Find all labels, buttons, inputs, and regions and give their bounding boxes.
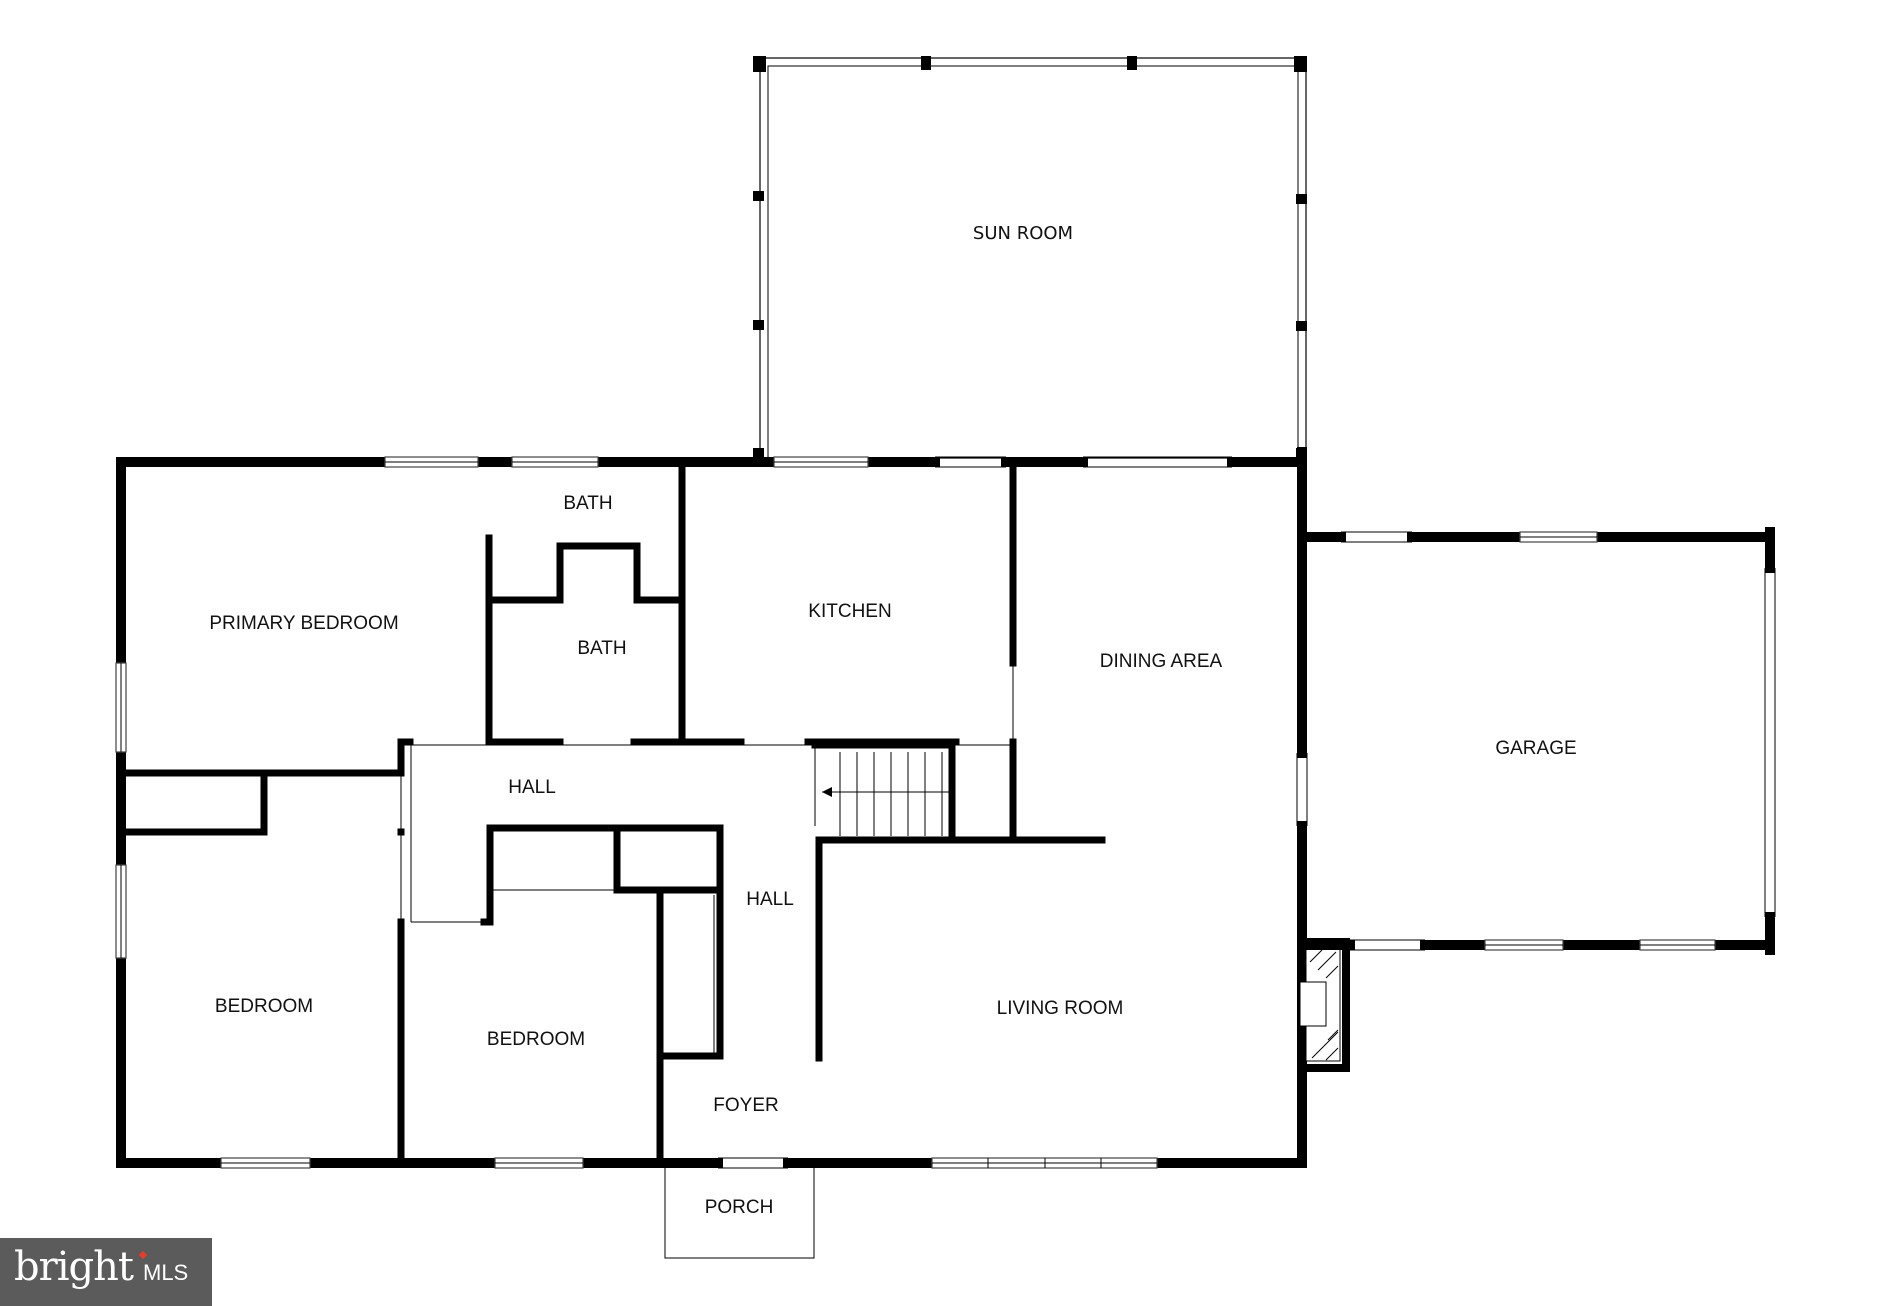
hall-side-label: HALL [746,889,794,910]
sun-room-label: SUN ROOM [973,223,1073,244]
bedroom-left-label: BEDROOM [215,996,313,1017]
staircase [822,752,952,836]
fireplace [1299,938,1350,1072]
windows [115,456,1308,1169]
bath-lower-label: BATH [577,638,626,659]
sun-room-enclosure [753,56,1307,462]
garage-walls [1301,527,1776,955]
primary-bedroom-label: PRIMARY BEDROOM [209,613,398,634]
dining-area-label: DINING AREA [1100,651,1223,672]
living-room-label: LIVING ROOM [997,998,1124,1019]
interior-walls [117,462,1106,1167]
foyer-label: FOYER [713,1095,778,1116]
garage-label: GARAGE [1495,738,1576,759]
bath-upper-label: BATH [563,493,612,514]
logo-mls-text: MLS [143,1260,189,1285]
porch-label: PORCH [705,1197,774,1218]
logo-accent-mark [138,1250,148,1260]
kitchen-label: KITCHEN [808,601,891,622]
bright-mls-logo: bright MLS [0,1238,212,1306]
bedroom-mid-label: BEDROOM [487,1029,585,1050]
logo-brand-text: bright [14,1244,134,1290]
hall-upper-label: HALL [508,777,556,798]
porch-outline [664,1168,815,1259]
